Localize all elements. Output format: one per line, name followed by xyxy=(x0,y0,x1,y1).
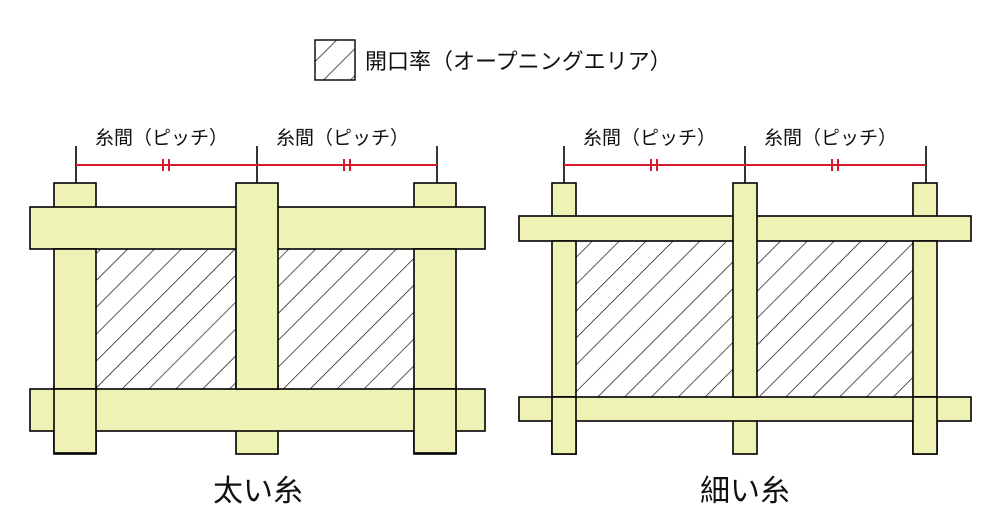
warp-thread-segment xyxy=(912,396,938,455)
weft-thread-lower xyxy=(29,388,486,432)
opening-area-left xyxy=(574,239,736,399)
pitch-label: 糸間（ピッチ） xyxy=(276,127,409,149)
opening-area-right xyxy=(275,247,417,391)
warp-thread-middle xyxy=(732,182,758,398)
warp-thread-segment xyxy=(413,248,457,390)
panel-thin-thread: 糸間（ピッチ） 糸間（ピッチ） 細い糸 xyxy=(518,127,972,509)
warp-thread-segment xyxy=(413,388,457,454)
warp-thread-segment xyxy=(912,240,938,398)
opening-area-left xyxy=(93,247,237,391)
pitch-label: 糸間（ピッチ） xyxy=(764,127,897,149)
warp-thread-segment xyxy=(53,388,97,454)
weft-thread-lower xyxy=(518,396,972,422)
opening-area-right xyxy=(755,239,916,399)
hatched-square-icon xyxy=(314,39,356,81)
warp-thread-middle xyxy=(235,182,279,390)
pitch-label: 糸間（ピッチ） xyxy=(583,127,716,149)
warp-thread-segment xyxy=(551,396,577,455)
warp-thread-segment xyxy=(53,248,97,390)
pitch-label: 糸間（ピッチ） xyxy=(95,127,228,149)
panel-thick-thread: 糸間（ピッチ） 糸間（ピッチ） 太い糸 xyxy=(29,127,486,509)
panel-caption: 太い糸 xyxy=(213,474,303,509)
panel-caption: 細い糸 xyxy=(700,474,790,509)
warp-thread-segment xyxy=(551,240,577,398)
legend: 開口率（オープニングエリア） xyxy=(314,39,672,81)
legend-label: 開口率（オープニングエリア） xyxy=(365,50,672,75)
